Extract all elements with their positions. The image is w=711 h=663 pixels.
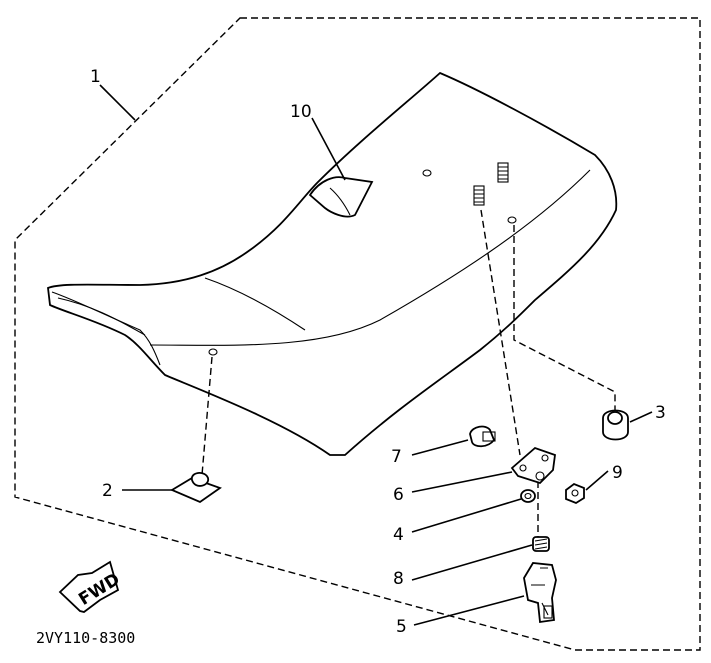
bolt-part bbox=[469, 425, 496, 448]
alignment-line-nut bbox=[201, 356, 213, 476]
diagram-code: 2VY110-8300 bbox=[36, 629, 135, 647]
assembly-boundary bbox=[14, 17, 701, 651]
fwd-arrow: FWD bbox=[58, 560, 124, 613]
leader-6 bbox=[411, 471, 513, 493]
seat-lock-part bbox=[523, 562, 557, 624]
nut-part bbox=[565, 482, 585, 505]
callout-10: 10 bbox=[290, 102, 312, 122]
bracket-part bbox=[510, 446, 556, 485]
callout-8: 8 bbox=[393, 569, 404, 589]
leader-5 bbox=[413, 595, 525, 626]
alignment-line-stud bbox=[480, 209, 521, 456]
leader-10 bbox=[311, 117, 346, 181]
leader-1 bbox=[99, 84, 136, 121]
alignment-line-damper bbox=[513, 225, 616, 412]
callout-1: 1 bbox=[90, 67, 101, 87]
spring-part bbox=[532, 536, 550, 552]
leader-9 bbox=[585, 470, 609, 491]
seat-body bbox=[47, 71, 618, 456]
leader-4 bbox=[411, 498, 522, 533]
damper-part bbox=[602, 409, 629, 441]
leader-8 bbox=[411, 544, 533, 581]
leader-3 bbox=[629, 411, 653, 423]
leader-7 bbox=[411, 439, 469, 456]
plate-nut-part bbox=[170, 472, 222, 504]
collar-part bbox=[520, 489, 536, 503]
callout-3: 3 bbox=[655, 403, 666, 423]
callout-6: 6 bbox=[393, 485, 404, 505]
callout-7: 7 bbox=[391, 447, 402, 467]
callout-5: 5 bbox=[396, 617, 407, 637]
callout-2: 2 bbox=[102, 481, 113, 501]
callout-4: 4 bbox=[393, 525, 404, 545]
callout-9: 9 bbox=[612, 463, 623, 483]
